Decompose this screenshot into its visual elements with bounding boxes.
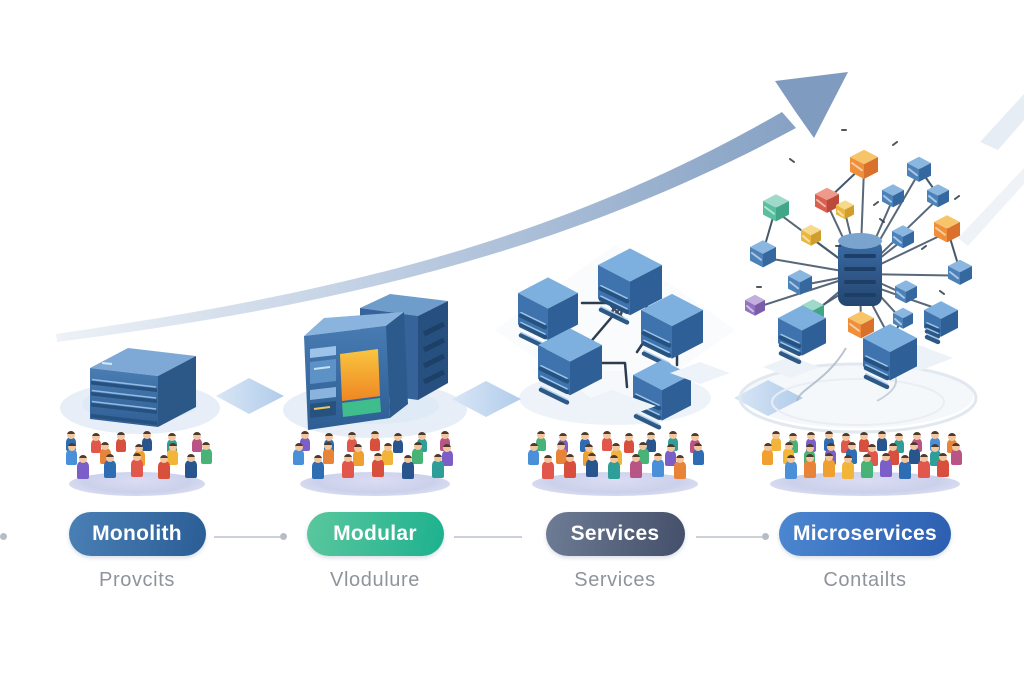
person-icon [899,461,911,479]
person-icon [76,461,89,479]
person-icon [432,460,444,478]
person-icon [646,438,657,452]
stage-monolith: Monolith Provcits [37,436,237,592]
person-icon [312,461,324,479]
person-icon [630,460,643,478]
person-icon [887,449,899,465]
services-cluster-icon [495,245,735,430]
stage-pill-monolith: Monolith [68,512,206,556]
corner-band-decoration [958,94,1024,246]
person-icon [563,460,576,478]
person-icon [200,448,212,464]
person-icon [185,460,198,478]
person-icon [652,459,665,477]
person-icon [535,437,546,451]
person-icon [412,448,424,464]
microservices-network-icon [738,129,978,434]
pill-connector-line [214,536,280,538]
person-icon [950,449,962,465]
crowd-icon [762,436,962,498]
modular-server-icon [304,294,448,430]
stage-arrow-icon [216,378,803,417]
stage-sublabel: Contailts [823,569,907,591]
crowd-icon [65,436,212,498]
person-icon [322,448,334,464]
person-icon [770,437,781,451]
stage-label: Modular [333,522,417,545]
person-icon [929,450,941,466]
person-icon [555,448,567,464]
person-icon [66,449,78,465]
person-icon [402,461,414,479]
pill-connector-dot [280,533,287,540]
person-icon [842,461,854,479]
person-icon [601,437,612,451]
person-icon [300,437,311,451]
person-icon [528,449,540,465]
person-icon [167,449,179,465]
pill-connector-dot [762,533,769,540]
person-icon [762,449,774,465]
person-icon [141,437,152,451]
person-icon [116,438,127,452]
person-icon [346,438,357,452]
person-icon [788,439,799,453]
person-icon [804,460,816,478]
stage-label: Services [570,522,660,545]
person-icon [785,461,797,479]
stage-pill-modular: Modular [306,512,444,556]
stage-services: Services Services [515,436,715,592]
person-icon [894,439,905,453]
stage-modular: Modular Vlodulure [275,436,475,592]
person-icon [382,449,394,465]
person-icon [370,437,380,451]
person-icon [293,449,305,465]
person-icon [342,460,354,478]
stage-label: Microservices [793,522,937,545]
person-icon [192,438,203,452]
person-icon [823,459,835,477]
person-icon [441,450,453,466]
pill-connector-line [696,536,762,538]
person-icon [372,459,384,477]
person-icon [637,448,649,464]
person-icon [103,460,116,478]
person-icon [674,461,687,479]
stage-sublabel: Vlodulure [330,569,420,591]
pill-connector-line [454,536,522,538]
person-icon [352,450,364,466]
person-icon [846,448,858,464]
person-icon [841,439,852,453]
person-icon [692,449,704,465]
person-icon [541,461,554,479]
person-icon [393,439,404,453]
monolith-server-icon [90,348,196,427]
person-icon [908,448,920,464]
stage-pill-microservices: Microservices [779,512,951,556]
person-icon [585,459,598,477]
person-icon [608,461,620,479]
crowd-icon [528,436,704,498]
growth-arrow-icon [56,72,848,342]
person-icon [937,459,949,477]
person-icon [624,439,635,453]
stage-sublabel: Provcits [99,569,175,591]
person-icon [131,459,143,477]
person-icon [866,450,878,466]
person-icon [859,438,869,452]
person-icon [665,450,677,466]
stage-pill-services: Services [545,512,685,556]
person-icon [861,460,873,478]
person-icon [876,437,887,451]
person-icon [158,461,171,479]
crowd-icon [293,436,453,498]
person-icon [918,460,930,478]
person-icon [91,439,102,453]
stage-sublabel: Services [574,569,656,591]
stage-label: Monolith [92,522,182,545]
person-icon [880,459,892,477]
stage-microservices: Microservices Contailts [762,436,965,592]
pill-connector-dot [0,533,7,540]
